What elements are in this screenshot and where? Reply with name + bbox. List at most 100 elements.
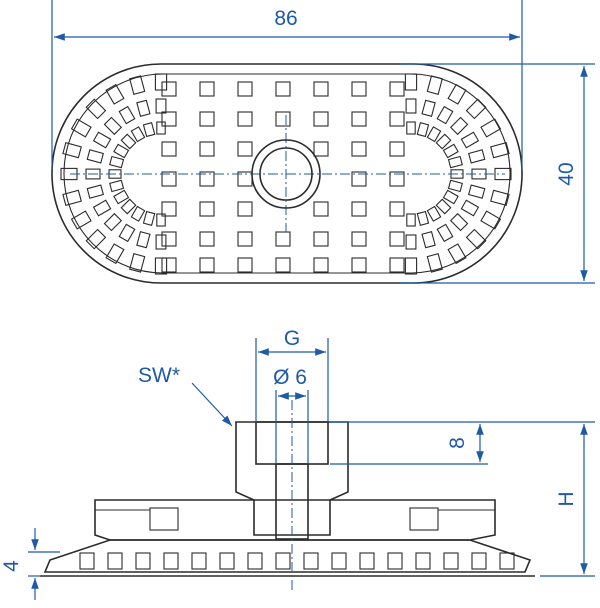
rib-cell xyxy=(404,73,418,91)
rib-cell xyxy=(155,234,167,250)
rib-cell xyxy=(85,98,107,120)
rib-cell xyxy=(130,205,146,222)
rib-cell xyxy=(436,223,454,243)
fitting-nut xyxy=(235,421,349,536)
thread-depth-label: 8 xyxy=(446,437,469,449)
rib-cell xyxy=(118,223,136,243)
rib-cell xyxy=(113,189,130,205)
rib-cell xyxy=(113,143,130,159)
rib-cell xyxy=(129,75,146,95)
lip-cell xyxy=(247,552,263,570)
rib-cell xyxy=(435,133,452,150)
rib-cell xyxy=(109,155,125,169)
center-hub-outer xyxy=(251,139,321,209)
rib-cell xyxy=(103,212,123,232)
rib-cell xyxy=(86,184,105,199)
rib-cell xyxy=(465,228,487,250)
dimension-width: 40 xyxy=(400,63,595,284)
grid-cell xyxy=(351,257,367,273)
grid-cell xyxy=(199,81,215,97)
rib-cell xyxy=(421,230,436,249)
lip-cell xyxy=(443,552,459,570)
rib-cell xyxy=(490,189,510,206)
top-view-inner-outline xyxy=(63,73,511,274)
grid-cell xyxy=(389,171,405,187)
lip-cell xyxy=(163,552,179,570)
rib-cell xyxy=(156,213,166,227)
base-plate-recess-right xyxy=(409,507,439,531)
lip-cell xyxy=(471,552,487,570)
rib-cell xyxy=(405,234,417,250)
grid-cell xyxy=(199,201,215,217)
lip-cell xyxy=(275,552,291,570)
rib-cell xyxy=(480,118,502,138)
grid-cell xyxy=(275,81,291,97)
grid-cell xyxy=(161,111,177,127)
grid-cell xyxy=(161,257,177,273)
lip-cell xyxy=(303,552,319,570)
rib-cell xyxy=(480,210,502,230)
suction-ribs xyxy=(60,73,512,275)
rib-cell xyxy=(421,99,436,118)
wrench-label: SW* xyxy=(138,364,180,387)
suction-lip xyxy=(43,539,532,573)
height-label: H xyxy=(555,491,578,506)
dimension-length-label: 86 xyxy=(274,7,297,30)
grid-cell xyxy=(237,231,253,247)
rib-cell xyxy=(467,149,486,164)
base-plate xyxy=(94,499,496,541)
rib-cell xyxy=(447,155,463,169)
dimension-length: 86 xyxy=(51,0,523,170)
grid-cell xyxy=(389,257,405,273)
grid-cell xyxy=(199,171,215,187)
grid-cell xyxy=(199,141,215,157)
rib-cell xyxy=(426,205,442,222)
grid-cell xyxy=(389,231,405,247)
grid-cell xyxy=(237,257,253,273)
rib-cell xyxy=(86,149,105,164)
center-hub-inner xyxy=(259,147,313,201)
rib-cell xyxy=(467,184,486,199)
rib-cell xyxy=(92,131,112,149)
rib-cell xyxy=(436,105,454,125)
rib-cell xyxy=(449,116,469,136)
rib-cell xyxy=(442,143,459,159)
rib-cell xyxy=(85,228,107,250)
rib-cell xyxy=(136,99,151,118)
grid-cell xyxy=(313,257,329,273)
base-plate-recess-left xyxy=(149,507,179,531)
grid-cell xyxy=(389,201,405,217)
rib-cell xyxy=(118,105,136,125)
grid-cell xyxy=(313,111,329,127)
section-view: SW* G Ø 6 8 H 4 xyxy=(0,327,595,600)
grid-cell xyxy=(199,231,215,247)
grid-cell xyxy=(313,231,329,247)
grid-cell xyxy=(351,201,367,217)
grid-cell xyxy=(313,81,329,97)
grid-cell xyxy=(389,81,405,97)
lip-label: 4 xyxy=(0,560,23,572)
dimension-width-label: 40 xyxy=(555,162,578,185)
rib-cell xyxy=(416,122,430,138)
rib-cell xyxy=(154,73,168,91)
grid-cell xyxy=(161,231,177,247)
grid-cell xyxy=(199,111,215,127)
rib-cell xyxy=(447,179,463,193)
rib-cell xyxy=(130,126,146,143)
grid-cell xyxy=(351,111,367,127)
rib-cell xyxy=(155,98,167,114)
rib-cell xyxy=(406,213,416,227)
grid-cell xyxy=(275,257,291,273)
lip-cell xyxy=(79,552,95,570)
rib-cell xyxy=(62,189,82,206)
rib-cell xyxy=(136,230,151,249)
lip-cell xyxy=(331,552,347,570)
grid-cell xyxy=(389,141,405,157)
rib-cell xyxy=(426,75,443,95)
rib-cell xyxy=(406,121,416,135)
rib-cell xyxy=(442,189,459,205)
rib-cell xyxy=(447,243,467,265)
rib-cell xyxy=(70,118,92,138)
lip-cell xyxy=(191,552,207,570)
